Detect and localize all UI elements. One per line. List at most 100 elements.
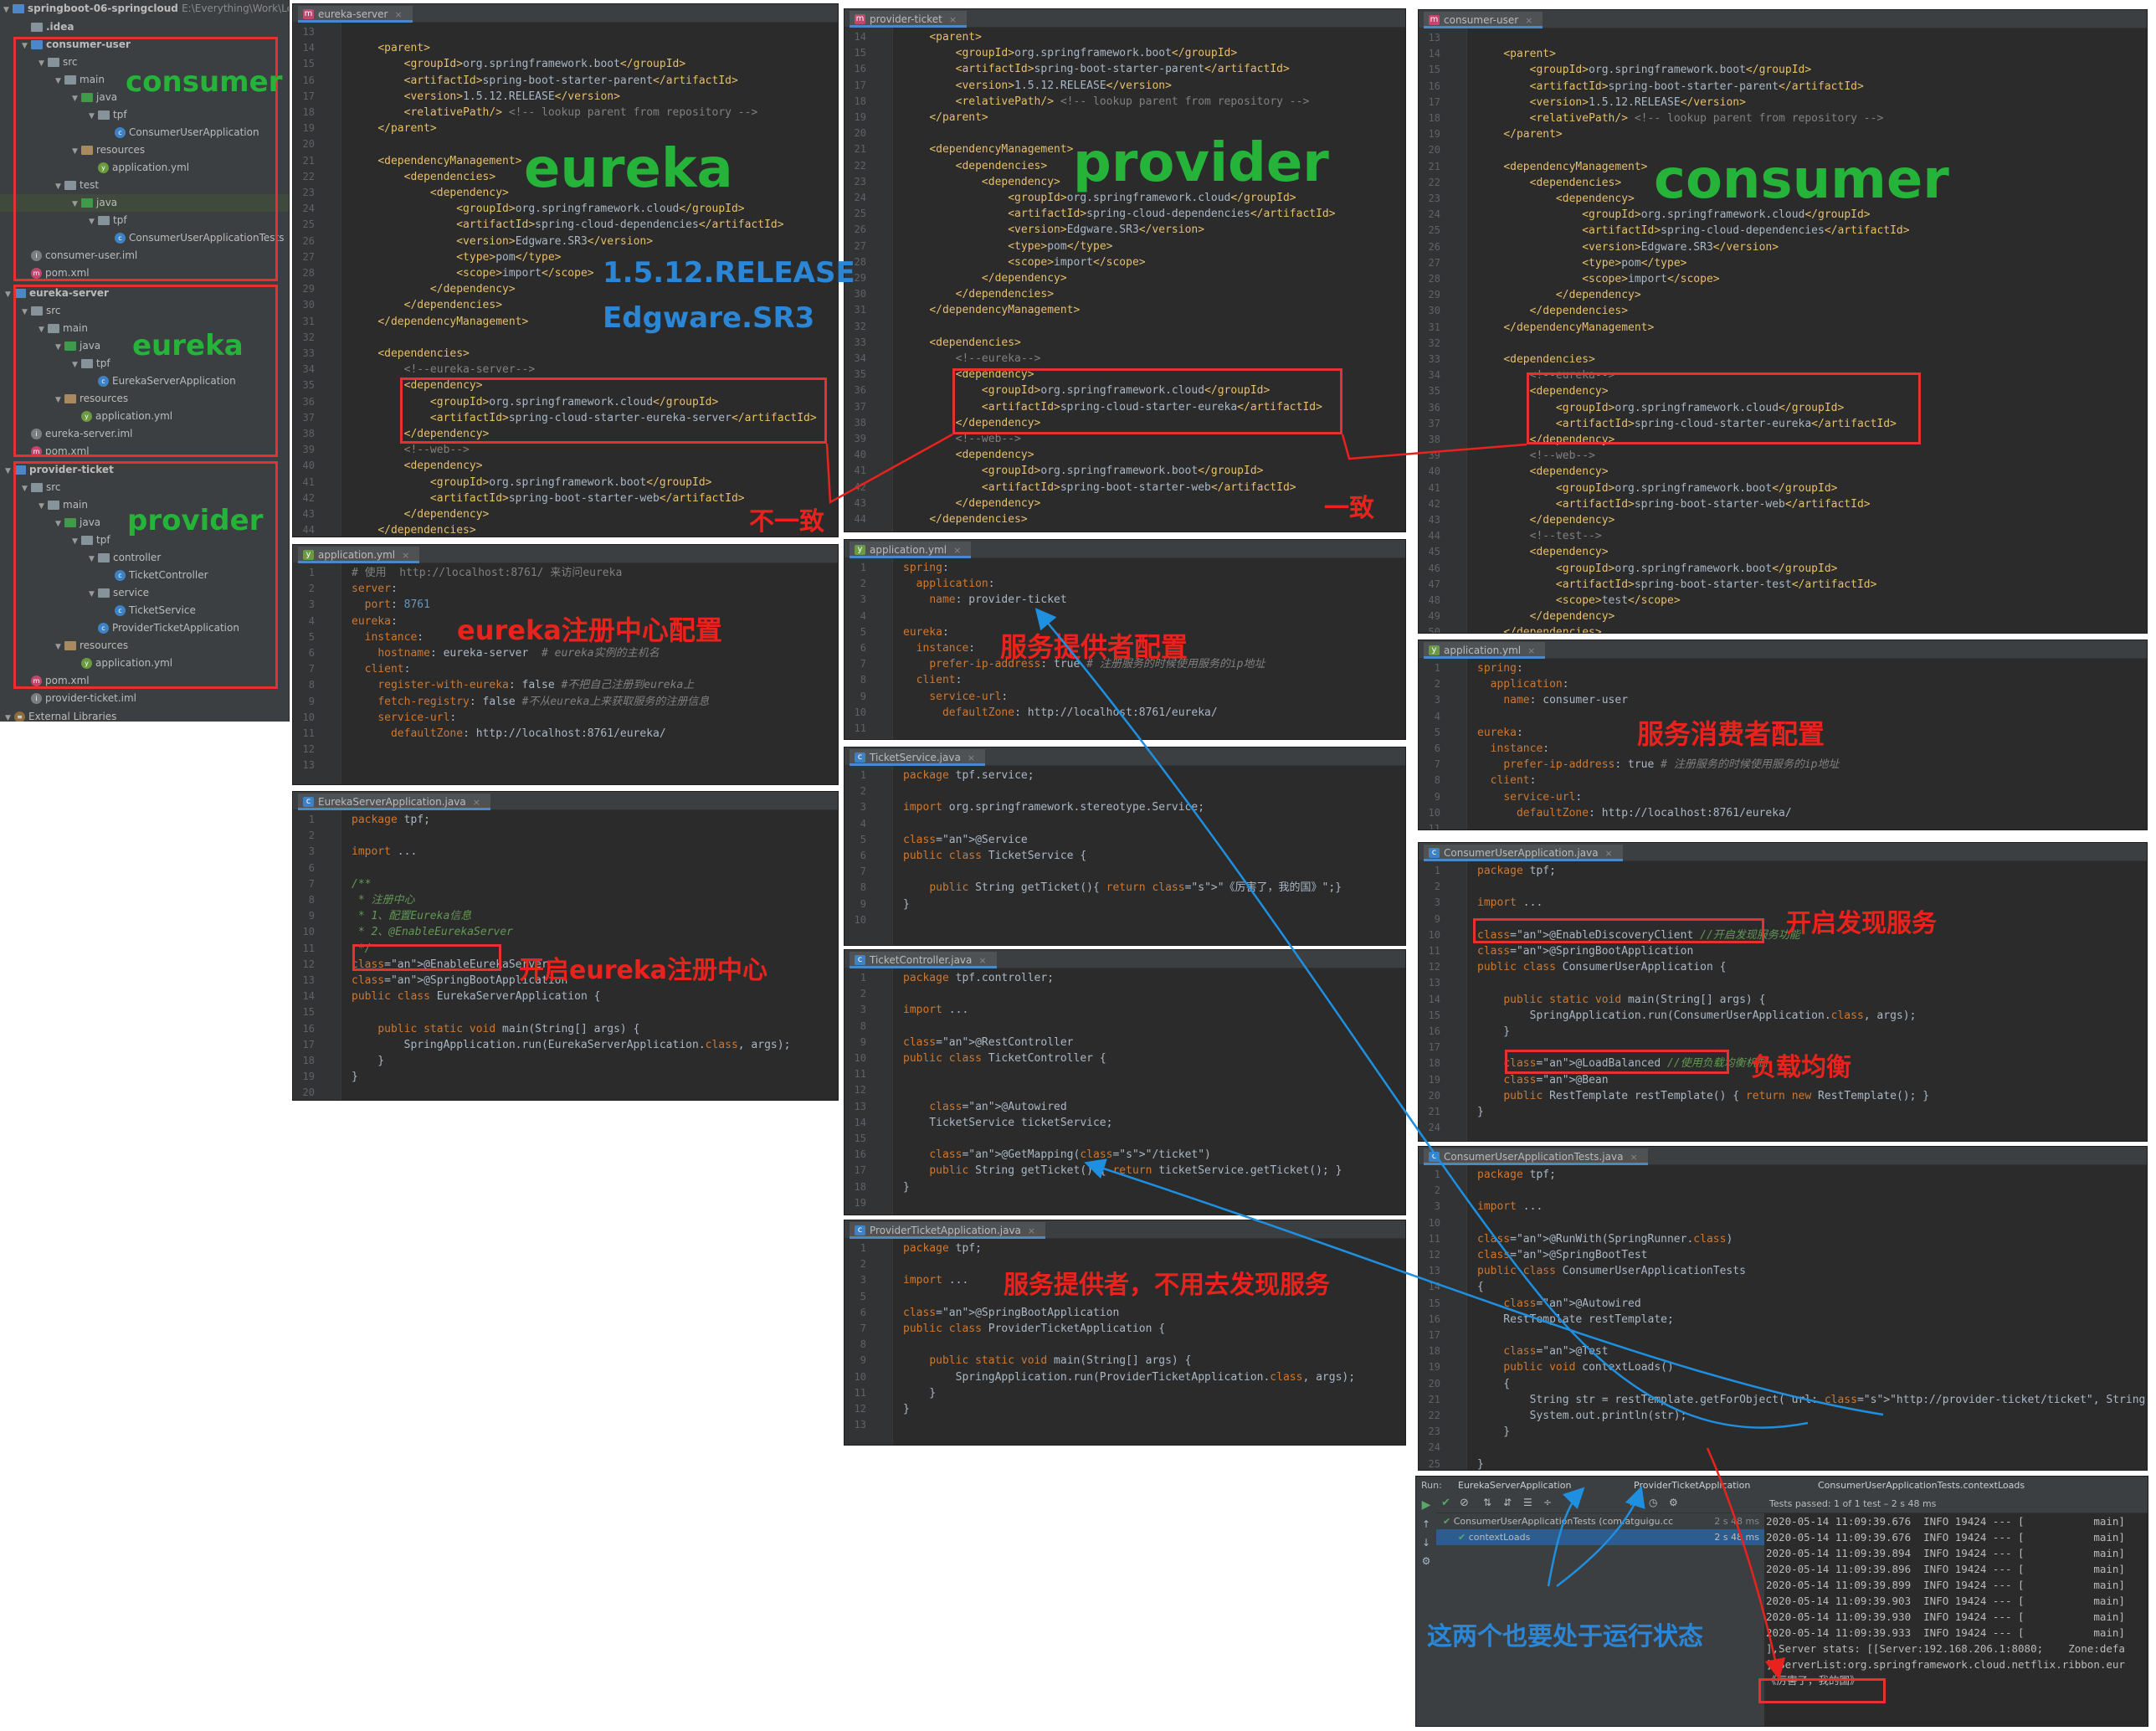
code-line[interactable]: class="an">@SpringBootApplication bbox=[1477, 945, 1694, 958]
code-line[interactable]: /** bbox=[352, 877, 372, 891]
code-line[interactable]: register-with-eureka: false #不把自己注册到eure… bbox=[377, 679, 695, 692]
close-icon[interactable]: × bbox=[472, 797, 480, 808]
collapse-icon[interactable]: ÷ bbox=[1543, 1497, 1553, 1508]
code-line[interactable]: public static void main(String[] args) { bbox=[1503, 993, 1766, 1006]
code-line[interactable]: { bbox=[1477, 1377, 1511, 1390]
run-tab-consumer-tests[interactable]: ConsumerUserApplicationTests.contextLoad… bbox=[1818, 1477, 2025, 1497]
tree-item[interactable]: ▼provider-ticket bbox=[0, 461, 289, 479]
code-line[interactable]: client: bbox=[364, 663, 411, 676]
code-line[interactable]: <parent> bbox=[929, 31, 982, 44]
code-line[interactable]: </parent> bbox=[377, 122, 437, 136]
code-line[interactable]: public class EurekaServerApplication { bbox=[352, 990, 601, 1004]
sort-duration-icon[interactable]: ⇵ bbox=[1503, 1497, 1512, 1508]
close-icon[interactable]: × bbox=[978, 955, 987, 966]
code-line[interactable]: </dependency> bbox=[1529, 610, 1615, 624]
code-line[interactable]: import org.springframework.stereotype.Se… bbox=[903, 801, 1205, 814]
code-line[interactable]: spring: bbox=[1477, 662, 1523, 675]
tree-item[interactable]: ▼consumer-user bbox=[0, 36, 289, 54]
code-line[interactable]: class="an">@EnableEurekaServer bbox=[352, 958, 548, 971]
code-line[interactable]: <groupId>org.springframework.boot</group… bbox=[955, 47, 1238, 60]
code-line[interactable]: application: bbox=[1490, 678, 1569, 691]
code-line[interactable]: class="an">@SpringBootTest bbox=[1477, 1249, 1648, 1261]
code-line[interactable]: package tpf; bbox=[1477, 1169, 1556, 1181]
code-line[interactable]: <groupId>org.springframework.cloud</grou… bbox=[456, 203, 745, 216]
code-line[interactable]: <scope>import</scope> bbox=[1582, 273, 1720, 285]
code-line[interactable]: class="an">@RestController bbox=[903, 1035, 1074, 1049]
code-line[interactable]: <artifactId>spring-boot-starter-web</art… bbox=[429, 491, 745, 505]
code-line[interactable]: <artifactId>spring-cloud-starter-eureka-… bbox=[429, 411, 817, 424]
code-line[interactable]: hostname: eureka-server # eureka实例的主机名 bbox=[377, 647, 660, 660]
code-line[interactable]: </dependencyManagement> bbox=[377, 315, 529, 328]
code-line[interactable]: <groupId>org.springframework.cloud</grou… bbox=[1555, 401, 1845, 414]
code-line[interactable]: </dependencies> bbox=[1503, 626, 1602, 634]
code-line[interactable]: } bbox=[352, 1071, 358, 1084]
code-line[interactable]: defaultZone: http://localhost:8761/eurek… bbox=[1516, 806, 1792, 819]
code-line[interactable]: <dependency> bbox=[429, 187, 509, 199]
code-line[interactable]: <dependencies> bbox=[377, 347, 470, 360]
code-line[interactable]: <groupId>org.springframework.cloud</grou… bbox=[1008, 192, 1296, 204]
code-line[interactable]: <parent> bbox=[1503, 48, 1556, 61]
code-line[interactable]: } bbox=[1477, 1025, 1511, 1038]
code-line[interactable]: </dependency> bbox=[955, 496, 1041, 510]
code-line[interactable]: application: bbox=[916, 578, 995, 591]
code-line[interactable]: <type>pom</type> bbox=[1582, 256, 1687, 270]
code-line[interactable]: <artifactId>spring-cloud-dependencies</a… bbox=[1582, 224, 1910, 238]
tree-item[interactable]: ▼src bbox=[0, 479, 289, 496]
code-line[interactable]: class="an">@GetMapping(class="s">"/ticke… bbox=[929, 1148, 1211, 1162]
code-line[interactable]: <version>Edgware.SR3</version> bbox=[456, 234, 654, 248]
code-line[interactable]: eureka: bbox=[1477, 726, 1523, 739]
tests-passed-check-icon[interactable]: ✔ bbox=[1441, 1497, 1450, 1509]
code-line[interactable]: public RestTemplate restTemplate() { ret… bbox=[1503, 1089, 1930, 1102]
code-line[interactable]: * 1、配置Eureka信息 bbox=[352, 910, 472, 923]
code-line[interactable]: <!--eureka--> bbox=[903, 352, 1041, 365]
code-line[interactable]: <dependency> bbox=[1529, 385, 1609, 398]
code-line[interactable]: <dependency> bbox=[981, 175, 1060, 188]
code-line[interactable]: <groupId>org.springframework.boot</group… bbox=[1555, 481, 1838, 495]
code-line[interactable]: <dependencies> bbox=[1503, 353, 1595, 366]
code-line[interactable]: package tpf; bbox=[352, 814, 430, 826]
code-line[interactable]: public static void main(String[] args) { bbox=[929, 1354, 1192, 1368]
code-line[interactable]: public class ConsumerUserApplication { bbox=[1477, 961, 1727, 974]
code-line[interactable]: <dependency> bbox=[403, 460, 483, 473]
code-line[interactable]: <dependency> bbox=[955, 368, 1034, 382]
code-line[interactable]: <dependencyManagement> bbox=[377, 154, 522, 167]
code-line[interactable]: <scope>import</scope> bbox=[456, 267, 594, 280]
code-line[interactable]: package tpf.controller; bbox=[903, 972, 1055, 984]
code-line[interactable]: public class ProviderTicketApplication { bbox=[903, 1323, 1166, 1335]
rerun-icon[interactable]: ▶ bbox=[1421, 1498, 1431, 1512]
up-icon[interactable]: ↑ bbox=[1421, 1518, 1431, 1530]
code-line[interactable]: { bbox=[1477, 1281, 1484, 1294]
code-line[interactable]: } bbox=[903, 1180, 910, 1194]
code-line[interactable]: import ... bbox=[1477, 896, 1543, 910]
code-line[interactable]: <!--web--> bbox=[352, 444, 470, 457]
code-line[interactable]: <artifactId>spring-boot-starter-web</art… bbox=[981, 480, 1296, 494]
close-icon[interactable]: × bbox=[948, 14, 957, 25]
code-line[interactable]: </dependency> bbox=[403, 508, 490, 521]
code-line[interactable]: <artifactId>spring-cloud-dependencies</a… bbox=[456, 218, 784, 232]
code-line[interactable]: class="an">@RunWith(SpringRunner.class) bbox=[1477, 1232, 1733, 1246]
code-line[interactable]: <!--web--> bbox=[1477, 449, 1595, 463]
code-line[interactable]: <artifactId>spring-cloud-starter-eureka<… bbox=[1555, 417, 1897, 430]
code-line[interactable]: <dependency> bbox=[1529, 546, 1609, 559]
test-suite-row[interactable]: ✔ ConsumerUserApplicationTests (com.atgu… bbox=[1443, 1516, 1759, 1527]
tree-item[interactable]: ▼service bbox=[0, 584, 289, 602]
code-line[interactable]: System.out.println(str); bbox=[1477, 1410, 1687, 1422]
close-icon[interactable]: × bbox=[1027, 1225, 1036, 1236]
code-line[interactable]: <groupId>org.springframework.boot</group… bbox=[1529, 64, 1812, 77]
code-line[interactable]: <groupId>org.springframework.cloud</grou… bbox=[981, 384, 1270, 398]
